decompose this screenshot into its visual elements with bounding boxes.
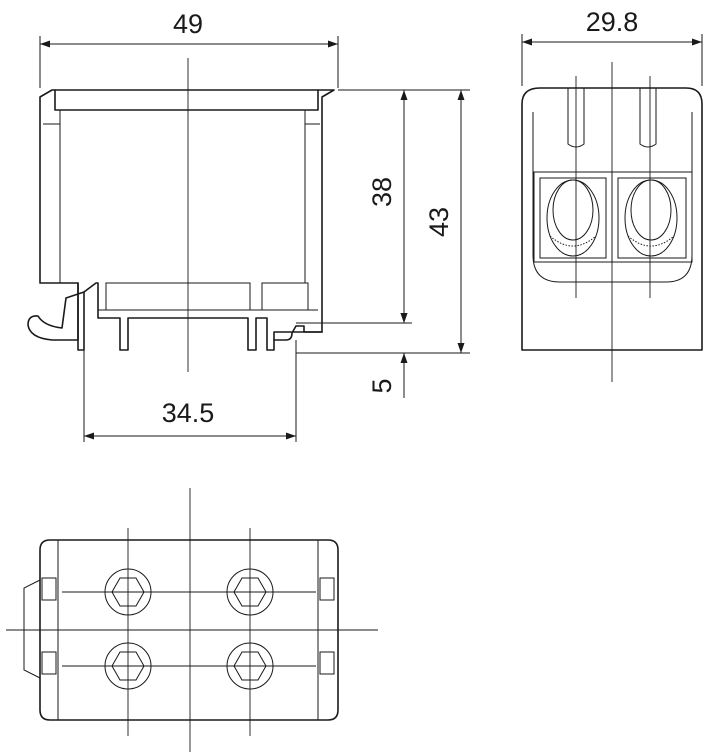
front-view bbox=[27, 58, 335, 372]
dim-body-height: 38 bbox=[367, 177, 397, 207]
side-view bbox=[521, 62, 703, 382]
top-view bbox=[6, 488, 378, 752]
dim-total-height: 43 bbox=[424, 207, 454, 237]
dim-overall-width: 49 bbox=[173, 9, 203, 39]
dim-mount-spacing: 34.5 bbox=[162, 398, 215, 428]
dim-depth: 29.8 bbox=[586, 7, 639, 37]
dim-rail-offset: 5 bbox=[367, 378, 397, 393]
